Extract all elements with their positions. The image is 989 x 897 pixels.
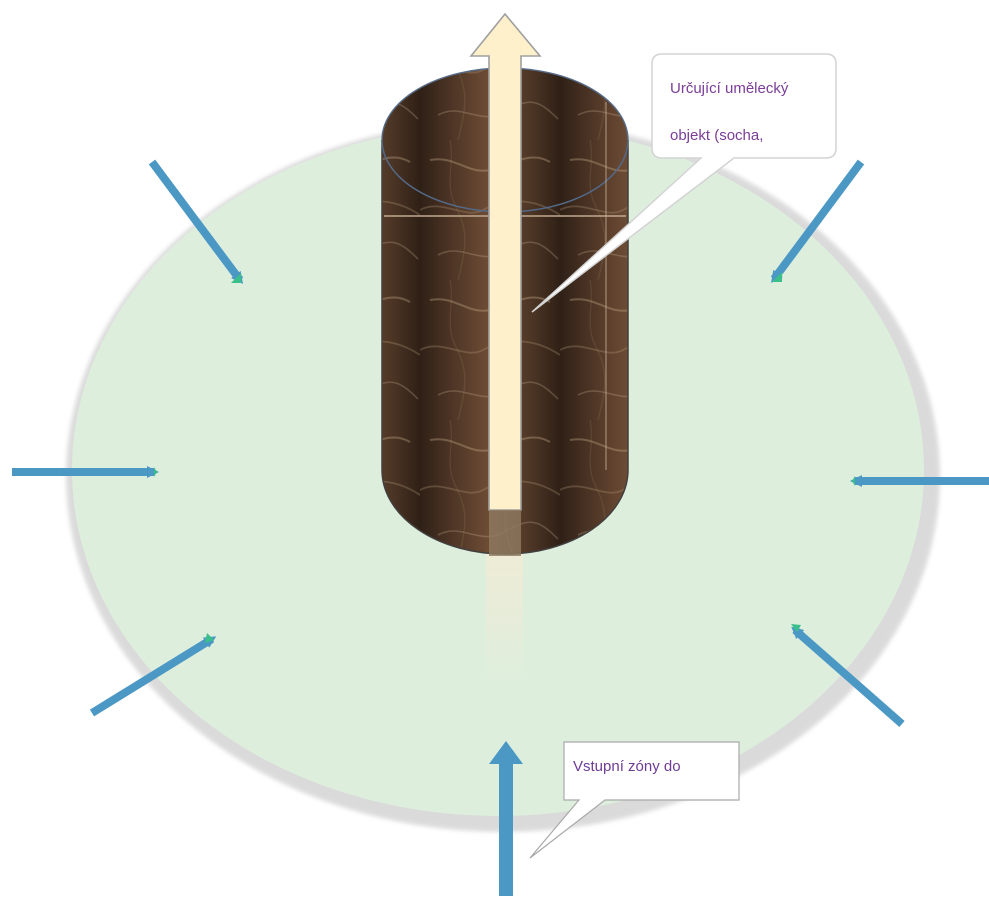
callout-bottom-line-1: Vstupní zóny do xyxy=(573,758,681,775)
callout-top-line-1: Určující umělecký xyxy=(670,80,788,97)
callout-top-line-2: objekt (socha, xyxy=(670,127,763,144)
